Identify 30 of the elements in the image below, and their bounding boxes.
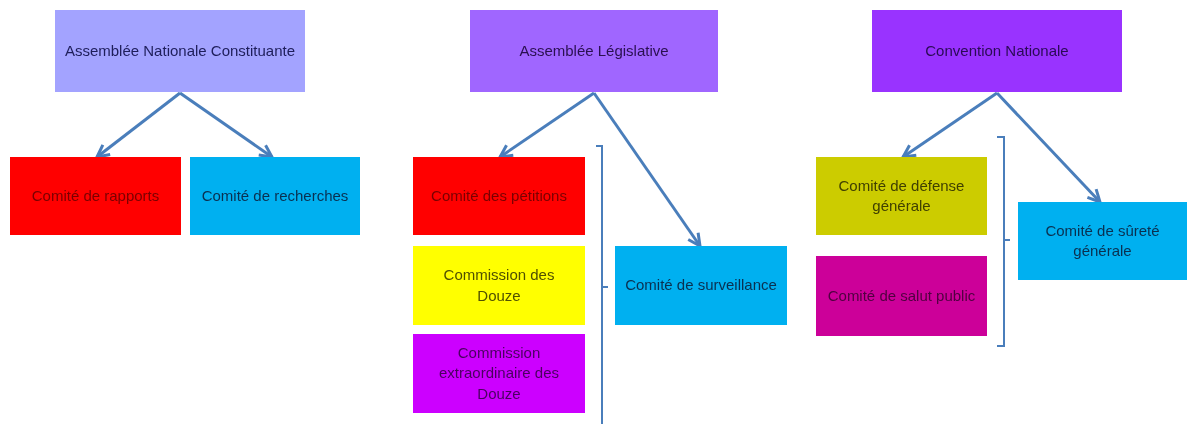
arrow (179, 91, 274, 159)
committee-box (190, 157, 360, 235)
box-label: Comité de sûreté générale (1044, 220, 1161, 261)
box-label: Comité de surveillance (625, 275, 777, 296)
arrow (592, 92, 702, 248)
committee-box (872, 10, 1122, 92)
arrow (95, 91, 181, 159)
box-label: Comité de défense générale (837, 175, 966, 216)
committee-box (615, 246, 787, 325)
box-label: Comité de rapports (31, 185, 160, 206)
committee-box (816, 157, 987, 235)
committee-box (1018, 202, 1187, 280)
arrow (995, 91, 1102, 204)
committee-box (413, 246, 585, 325)
box-label: Commission des Douze (442, 265, 556, 306)
committee-box (413, 157, 585, 235)
box-label: Comité des pétitions (431, 185, 567, 206)
committee-box (413, 334, 585, 413)
box-label: Commission extraordinaire des Douze (437, 343, 561, 404)
committee-box (55, 10, 305, 92)
box-label: Comité de salut public (827, 285, 976, 306)
arrow (901, 91, 998, 159)
committee-box (816, 256, 987, 336)
box-label: Assemblée Nationale Constituante (64, 40, 296, 61)
box-label: Comité de recherches (201, 185, 349, 206)
box-label: Convention Nationale (925, 40, 1069, 61)
box-label: Assemblée Législative (519, 40, 669, 61)
committee-box (10, 157, 181, 235)
arrow (498, 91, 595, 159)
committee-box (470, 10, 718, 92)
